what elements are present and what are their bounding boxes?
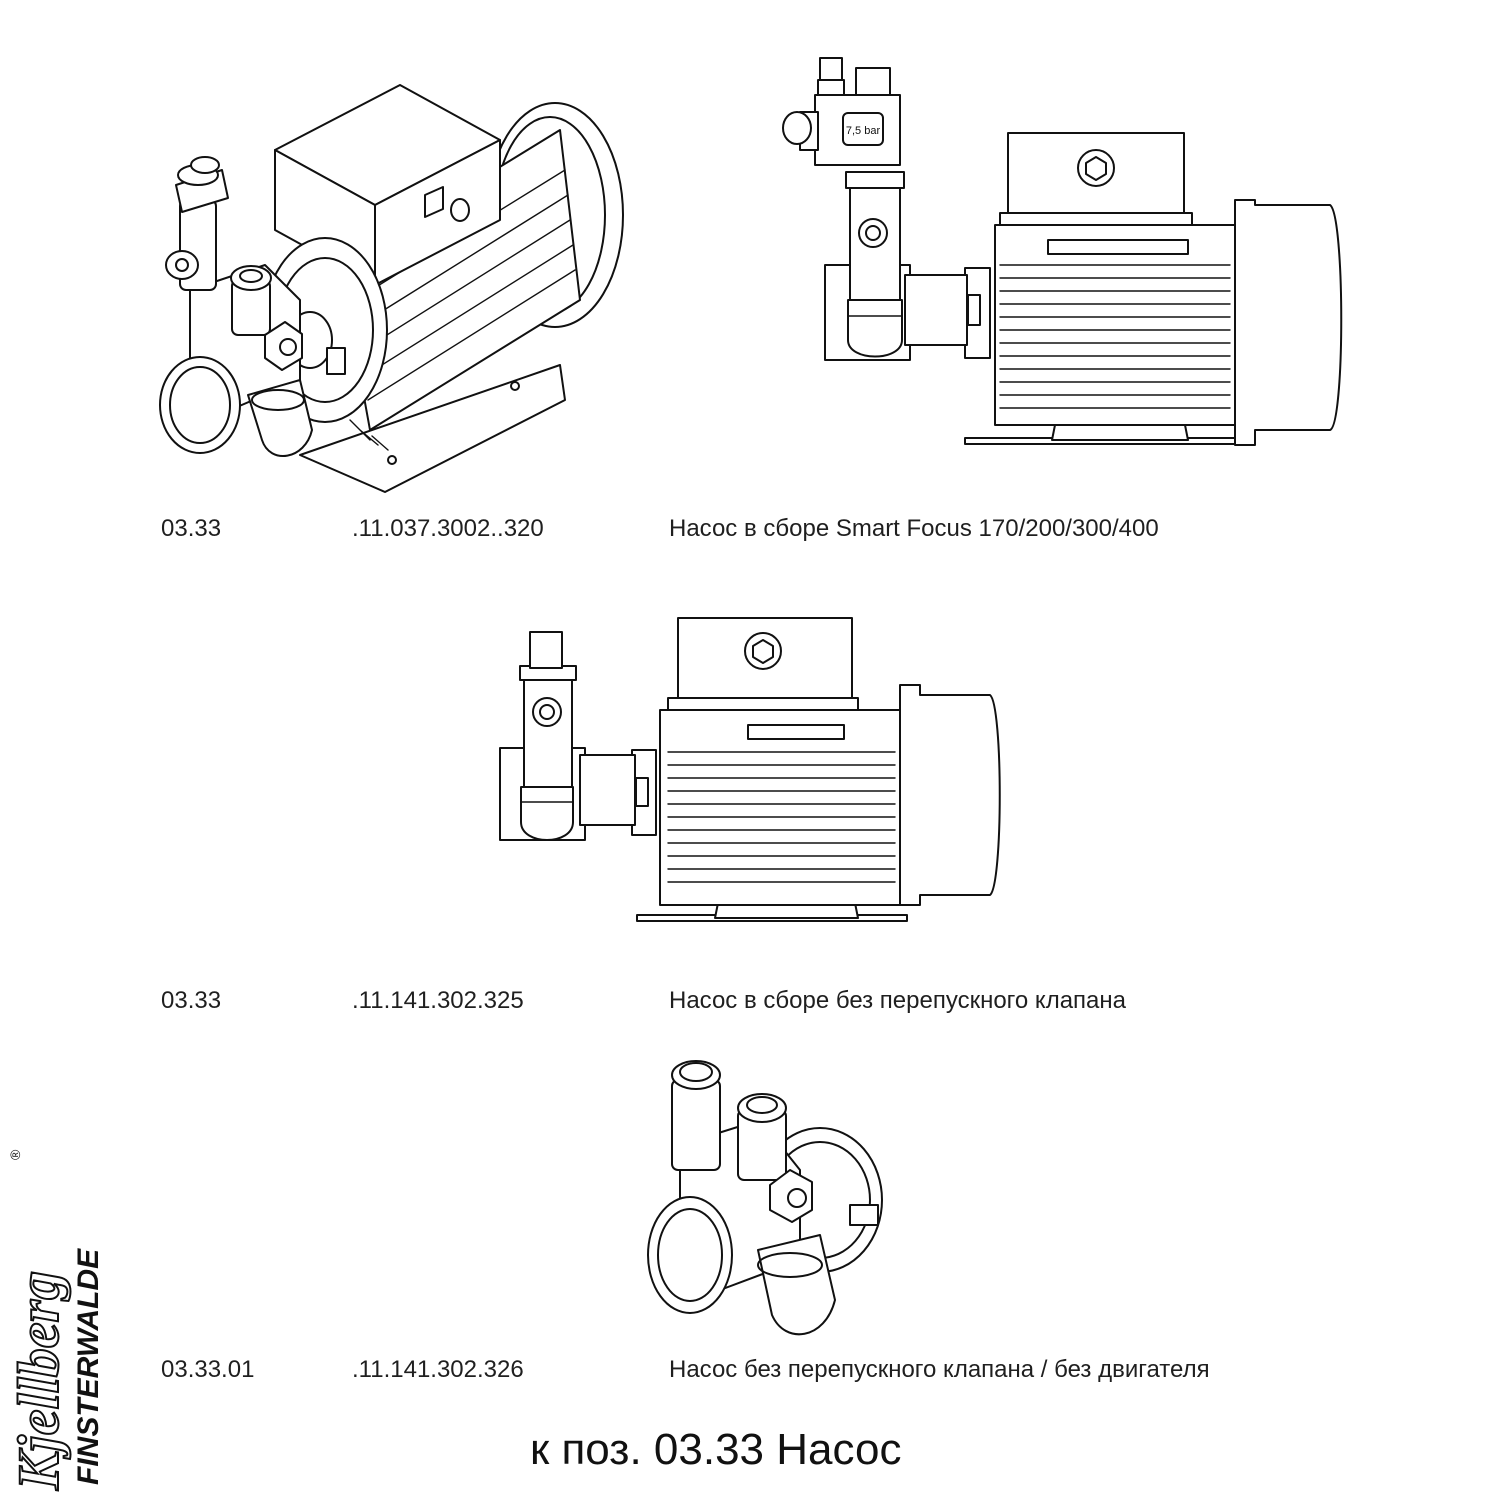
logo-sub-text: FINSTERWALDE [72,1248,105,1485]
valve-pressure-label: 7,5 bar [846,125,881,137]
pump-head-drawing [647,1060,883,1336]
item-2-position: 03.33 [161,987,222,1014]
pump-assembly-isometric-drawing [159,84,624,493]
item-1-article-number: .11.037.3002..320 [352,515,544,542]
page-title: к поз. 03.33 Насос [530,1425,902,1474]
pump-assembly-side-view-drawing: 7,5 bar [782,57,1343,446]
item-1-description: Насос в сборе Smart Focus 170/200/300/40… [669,515,1159,542]
logo-brand-text: Kjellberg [6,1271,71,1491]
item-3-article-number: .11.141.302.326 [352,1356,524,1383]
item-2-description: Насос в сборе без перепускного клапана [669,987,1126,1014]
pump-assembly-no-bypass-drawing [499,617,1001,922]
item-3-position: 03.33.01 [161,1356,255,1383]
item-1-position: 03.33 [161,515,222,542]
item-3-description: Насос без перепускного клапана / без дви… [669,1356,1210,1383]
registered-mark: ® [7,1149,23,1160]
item-2-article-number: .11.141.302.325 [352,987,524,1014]
kjellberg-logo: Kjellberg FINSTERWALDE ® [5,1149,105,1492]
